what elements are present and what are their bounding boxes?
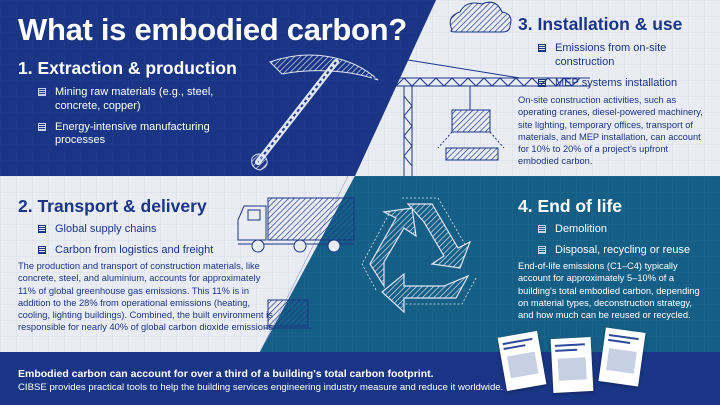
footer-subline: CIBSE provides practical tools to help t… bbox=[18, 382, 504, 393]
transport-bullet-list: Global supply chains Carbon from logisti… bbox=[38, 223, 238, 265]
list-item: MEP systems installation bbox=[538, 77, 708, 91]
transport-body: The production and transport of construc… bbox=[18, 261, 276, 333]
extraction-bullet-list: Mining raw materials (e.g., steel, concr… bbox=[38, 86, 228, 155]
bullet-icon bbox=[538, 44, 546, 52]
list-item: Mining raw materials (e.g., steel, concr… bbox=[38, 86, 228, 114]
end-of-life-bullet-list: Demolition Disposal, recycling or reuse bbox=[538, 223, 708, 265]
page-title: What is embodied carbon? bbox=[18, 12, 407, 47]
installation-body: On-site construction activities, such as… bbox=[518, 95, 703, 167]
footer-headline: Embodied carbon can account for over a t… bbox=[18, 368, 434, 380]
end-of-life-heading: 4. End of life bbox=[518, 196, 623, 216]
bullet-icon bbox=[38, 88, 46, 96]
bullet-icon bbox=[538, 225, 546, 233]
pallet-icon bbox=[264, 299, 312, 329]
bullet-icon bbox=[538, 245, 546, 254]
installation-heading: 3. Installation & use bbox=[518, 14, 683, 34]
extraction-heading: 1. Extraction & production bbox=[18, 58, 237, 78]
list-item: Demolition bbox=[538, 223, 708, 237]
list-item: Carbon from logistics and freight bbox=[38, 244, 238, 258]
bullet-icon bbox=[38, 122, 46, 131]
pickaxe-icon bbox=[251, 54, 379, 171]
bullet-icon bbox=[38, 245, 46, 254]
transport-heading: 2. Transport & delivery bbox=[18, 196, 207, 216]
list-item: Disposal, recycling or reuse bbox=[538, 244, 708, 258]
installation-bullet-list: Emissions from on-site construction MEP … bbox=[538, 42, 708, 97]
end-of-life-body: End-of-life emissions (C1–C4) typically … bbox=[518, 261, 700, 321]
bullet-icon bbox=[38, 225, 46, 233]
list-item: Global supply chains bbox=[38, 223, 238, 237]
list-item: Emissions from on-site construction bbox=[538, 42, 708, 70]
tower-crane-icon bbox=[371, 59, 590, 176]
bullet-icon bbox=[538, 78, 546, 87]
list-item: Energy-intensive manufacturing processes bbox=[38, 121, 228, 149]
cloud-icon bbox=[449, 1, 512, 33]
freight-truck-icon bbox=[237, 197, 355, 253]
recycle-icon bbox=[361, 197, 477, 314]
